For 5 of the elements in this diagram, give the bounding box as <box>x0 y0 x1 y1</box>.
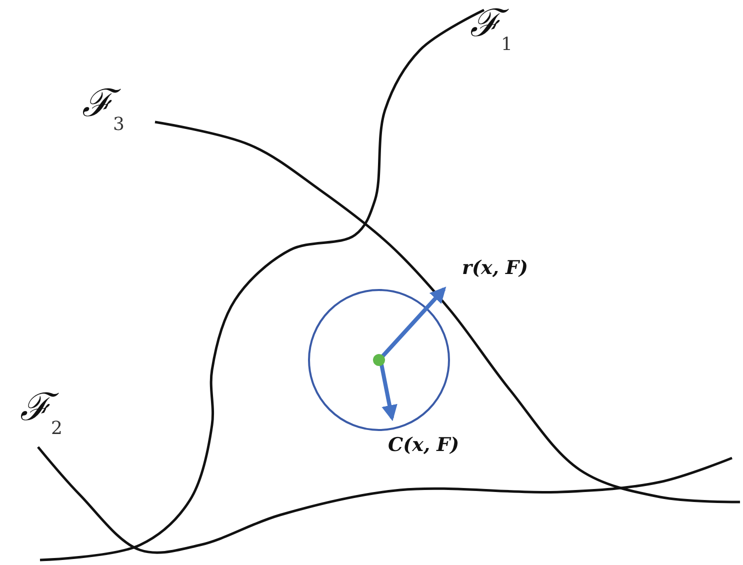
math-label: r(x, F) <box>462 257 528 279</box>
curve-label: ℱ$_{2}$ <box>20 388 62 438</box>
curve-label: ℱ$_{3}$ <box>82 84 124 134</box>
curve-label: ℱ$_{1}$ <box>470 4 512 54</box>
math-label: C(x, F) <box>388 434 460 456</box>
